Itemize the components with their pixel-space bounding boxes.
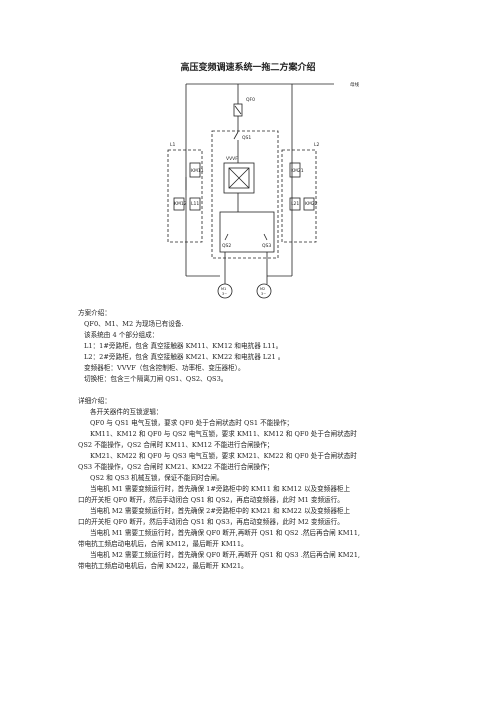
text-line: 带电抗工频启动电机后，合闸 KM22，最后断开 KM21。 xyxy=(78,562,248,570)
l11-label: L11 xyxy=(191,201,199,207)
text-line: 当电机 M2 需要变频运行时，首先确保 2#旁路柜中的 KM21 和 KM22 … xyxy=(90,507,351,515)
text-line: 口的开关柜 QF0 断开，然后手动闭合 QS1 和 QS2，再启动变频器，此时 … xyxy=(78,496,344,504)
text-line: 带电抗工频启动电机后，合闸 KM12，最后断开 KM11。 xyxy=(78,540,248,548)
l21-label: L21 xyxy=(291,201,299,207)
km11-label: KM11 xyxy=(191,168,204,174)
qs1-label: QS1 xyxy=(242,135,251,141)
l1-label: L1 xyxy=(170,142,176,148)
motor-m1 xyxy=(217,283,233,299)
text-line: 各开关器件的互锁逻辑： xyxy=(90,408,163,416)
m2-label-top: M2 xyxy=(260,287,265,291)
km11-box xyxy=(189,162,201,178)
text-line: QS3 不能操作，QS2 合闸时 KM21、KM22 不能进行合闸操作； xyxy=(78,463,274,471)
text-line: L1：1#旁路柜，包含 真空接触器 KM11、KM12 和电抗器 L11。 xyxy=(84,342,283,350)
blank-line xyxy=(78,385,418,396)
km22-label: KM22 xyxy=(305,201,318,207)
power-label: 母线 xyxy=(350,81,359,88)
vvvf-inverter xyxy=(223,162,255,194)
qs1-switch xyxy=(233,131,239,140)
changeover-cabinet xyxy=(211,130,279,259)
m1-label-top: M1 xyxy=(221,287,226,291)
text-line: QF0 与 QS1 电气互锁，要求 QF0 处于合闸状态时 QS1 不能操作； xyxy=(90,419,294,427)
l11-reactor xyxy=(189,197,201,211)
text-line: 当电机 M2 需要工频运行时，首先确保 QF0 断开,再断开 QS1 和 QS3… xyxy=(90,551,361,559)
text-line: KM21、KM22 和 QF0 与 QS3 电气互锁，要求 KM21、KM22 … xyxy=(90,452,357,460)
output-switch-box xyxy=(219,211,275,253)
text-line: 方案介绍： xyxy=(78,309,111,317)
qs2-switch xyxy=(224,233,229,241)
qs2-label: QS2 xyxy=(222,243,231,249)
l2-label: L2 xyxy=(314,142,320,148)
text-line: 口的开关柜 QF0 断开，然后手动闭合 QS1 和 QS3，再启动变频器，此时 … xyxy=(78,518,344,526)
km21-label: KM21 xyxy=(291,168,304,174)
document-body: 方案介绍： QF0、M1、M2 为现场已有设备. 该系统由 4 个部分组成： L… xyxy=(78,308,418,572)
m2-label-bottom: 3~ xyxy=(261,292,266,296)
bypass-cabinet-l2 xyxy=(281,149,317,243)
km21-box xyxy=(289,162,301,178)
text-line: 当电机 M1 需要变频运行时，首先确保 1#旁路柜中的 KM11 和 KM12 … xyxy=(90,485,351,493)
text-line: QS2 和 QS3 机械互锁，保证不能同时合闸。 xyxy=(90,474,224,482)
m1-label-bottom: 3~ xyxy=(222,292,227,296)
km22-box xyxy=(303,197,315,211)
km12-box xyxy=(173,197,185,211)
text-line: 当电机 M1 需要工频运行时，首先确保 QF0 断开,再断开 QS1 和 QS2… xyxy=(90,529,361,537)
text-line: QF0、M1、M2 为现场已有设备. xyxy=(84,320,184,328)
text-line: QS2 不能操作，QS2 合闸时 KM11、KM12 不能进行合闸操作； xyxy=(78,441,274,449)
text-line: 变频器柜：VVVF（包含控制柜、功率柜、变压器柜）。 xyxy=(84,364,245,372)
text-line: 切换柜：包含三个隔离刀闸 QS1、QS2、QS3。 xyxy=(84,375,228,383)
text-line: L2：2#旁路柜，包含 真空接触器 KM21、KM22 和电抗器 L21 。 xyxy=(84,353,285,361)
text-line: 详细介绍： xyxy=(78,397,111,405)
motor-m2 xyxy=(256,283,272,299)
l21-reactor xyxy=(289,197,301,211)
text-line: KM11、KM12 和 QF0 与 QS2 电气互锁，要求 KM11、KM12 … xyxy=(90,430,357,438)
qf0-label: QF0 xyxy=(246,97,255,103)
text-line: 该系统由 4 个部分组成： xyxy=(84,331,159,339)
page-title: 高压变频调速系统一拖二方案介绍 xyxy=(180,63,316,73)
km12-label: KM12 xyxy=(174,201,187,207)
qs3-switch xyxy=(263,233,268,241)
vvvf-label: VVVF xyxy=(226,156,238,162)
qs3-label: QS3 xyxy=(262,243,271,249)
bypass-cabinet-l1 xyxy=(167,149,203,243)
